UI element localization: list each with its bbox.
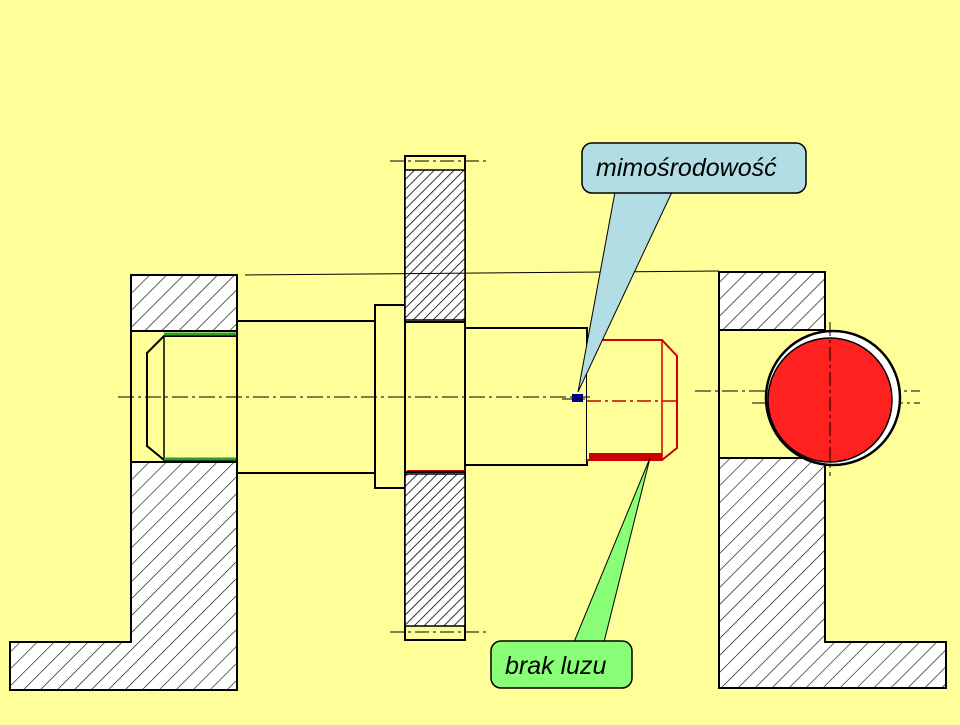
left-support-upper-section <box>130 274 238 332</box>
gear-wheel <box>390 155 490 641</box>
pin-cross-section <box>764 322 902 476</box>
callout-no-clearance: brak luzu <box>490 457 651 689</box>
right-support-upper-section <box>718 271 826 331</box>
alignment-line <box>244 270 720 276</box>
gear-lower-section <box>404 473 466 627</box>
callout-no-clearance-box <box>490 640 633 689</box>
shaft-end-outline <box>587 339 678 461</box>
eccentricity-marker <box>572 394 583 402</box>
callout-no-clearance-text: brak luzu <box>505 652 607 680</box>
callout-eccentricity-box <box>581 142 807 194</box>
callout-eccentricity-text: mimośrodowość <box>596 154 777 182</box>
gear-upper-section <box>404 169 466 321</box>
callout-eccentricity: mimośrodowość <box>577 142 807 393</box>
shaft-end <box>587 339 680 461</box>
